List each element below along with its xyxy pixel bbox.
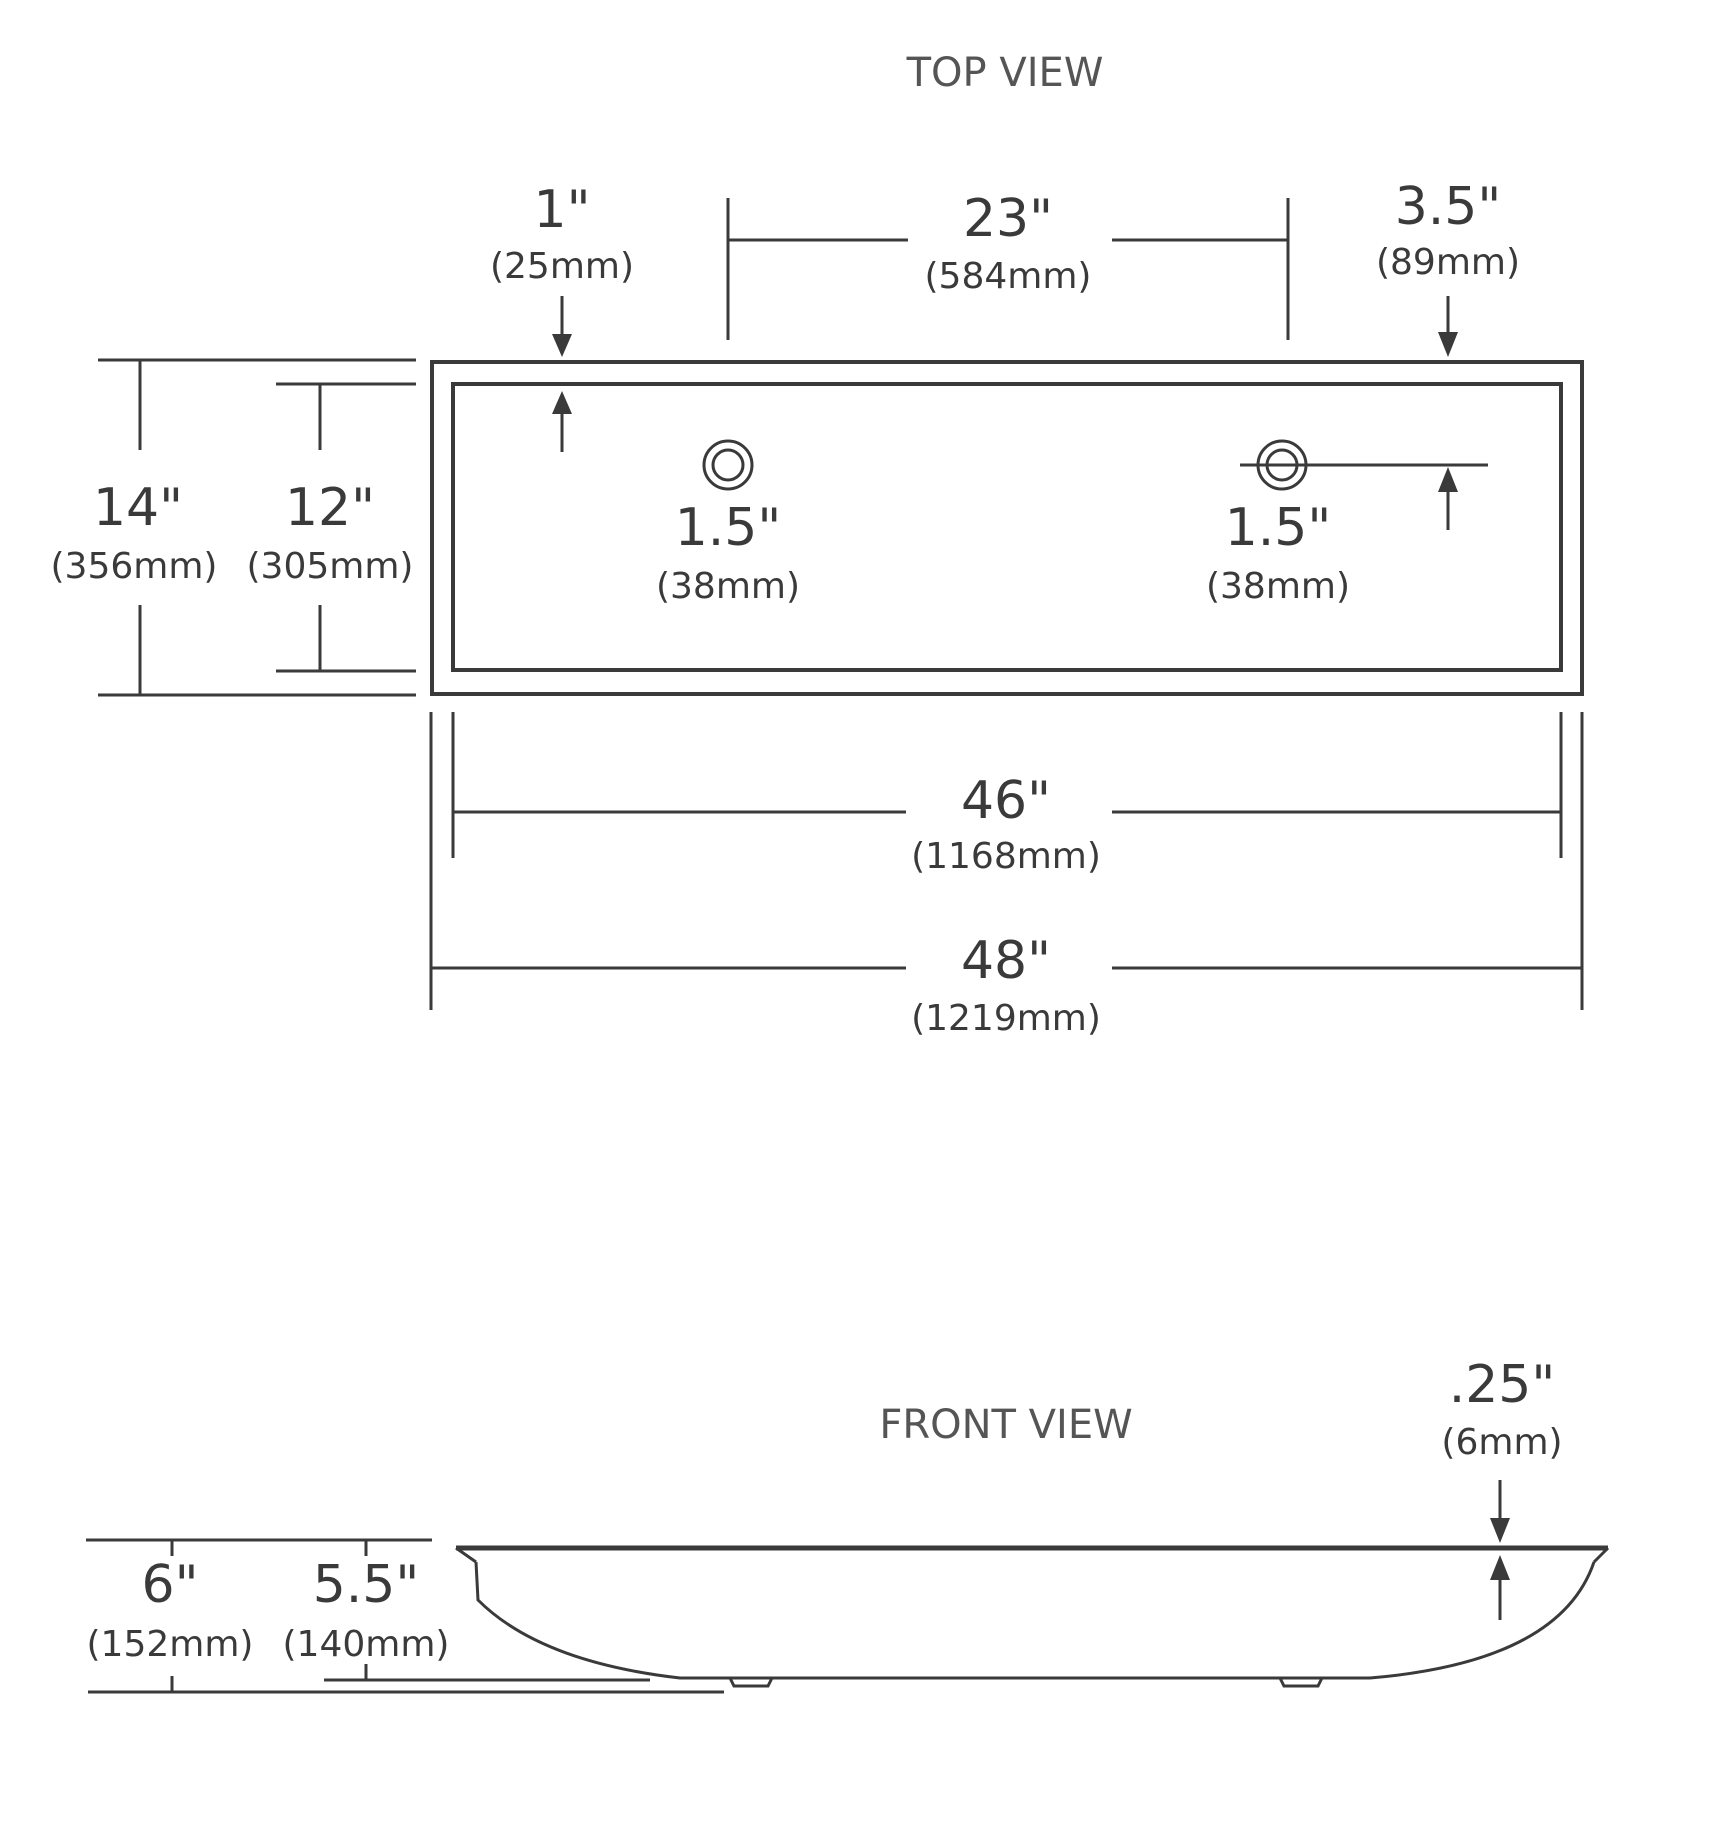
edge-margin-mm: (25mm) <box>490 246 634 287</box>
bowl-height-dimension: 5.5" (140mm) <box>283 1540 650 1682</box>
outer-width-inch: 48" <box>961 931 1051 991</box>
front-view: FRONT VIEW .25" (6mm) 6" (15 <box>86 1355 1610 1694</box>
drain-spacing-mm: (584mm) <box>925 256 1092 297</box>
top-view-title: TOP VIEW <box>906 50 1104 96</box>
inner-width-mm: (1168mm) <box>911 836 1101 877</box>
drain-offset-mm: (89mm) <box>1376 242 1520 283</box>
sink-profile <box>455 1545 1610 1688</box>
drain-spacing-dimension: 23" (584mm) <box>726 189 1290 340</box>
inner-width-dimension: 46" (1168mm) <box>451 712 1563 877</box>
flange-thickness-inch: .25" <box>1449 1355 1556 1415</box>
bowl-height-mm: (140mm) <box>283 1624 450 1665</box>
inner-depth-dimension: 12" (305mm) <box>247 382 416 673</box>
total-height-dimension: 6" (152mm) <box>86 1538 724 1694</box>
left-drain <box>702 439 754 491</box>
left-drain-inch: 1.5" <box>675 498 782 558</box>
sink-outer-edge <box>430 360 1584 696</box>
left-drain-mm: (38mm) <box>656 566 800 607</box>
drain-offset-inch: 3.5" <box>1395 177 1502 237</box>
outer-depth-inch: 14" <box>93 478 183 538</box>
outer-depth-mm: (356mm) <box>51 546 218 587</box>
total-height-inch: 6" <box>141 1555 198 1615</box>
drain-offset-dimension: 3.5" (89mm) <box>1240 177 1520 530</box>
right-drain-mm: (38mm) <box>1206 566 1350 607</box>
flange-thickness-mm: (6mm) <box>1441 1422 1562 1463</box>
edge-margin-dimension: 1" (25mm) <box>490 180 634 452</box>
outer-width-mm: (1219mm) <box>911 998 1101 1039</box>
drain-spacing-inch: 23" <box>963 189 1053 249</box>
right-drain-inch: 1.5" <box>1225 498 1332 558</box>
sink-basin-edge <box>451 382 1563 672</box>
total-height-mm: (152mm) <box>87 1624 254 1665</box>
bowl-height-inch: 5.5" <box>313 1555 420 1615</box>
top-view: TOP VIEW 1" (25mm) 23" <box>51 50 1584 1039</box>
inner-depth-inch: 12" <box>285 478 375 538</box>
edge-margin-inch: 1" <box>533 180 590 240</box>
inner-depth-mm: (305mm) <box>247 546 414 587</box>
inner-width-inch: 46" <box>961 771 1051 831</box>
front-view-title: FRONT VIEW <box>879 1402 1132 1448</box>
outer-depth-dimension: 14" (356mm) <box>51 358 416 697</box>
outer-width-dimension: 48" (1219mm) <box>429 712 1584 1039</box>
flange-thickness-dimension: .25" (6mm) <box>1441 1355 1563 1620</box>
